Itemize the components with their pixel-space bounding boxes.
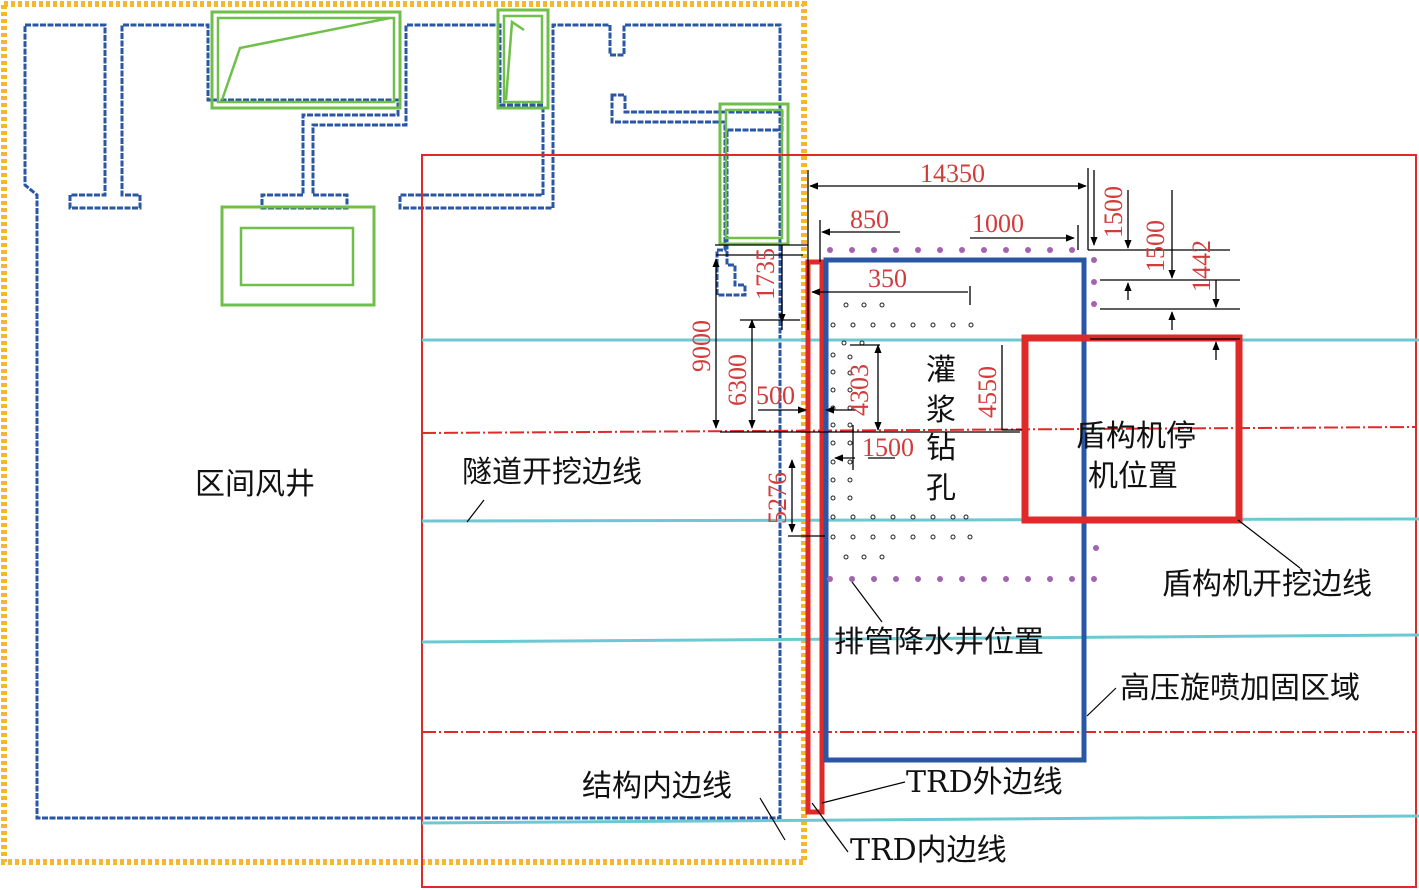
dimension-lines	[712, 168, 1240, 537]
dim-850: 850	[850, 205, 889, 234]
shield-stop-box	[1021, 334, 1243, 524]
cyan-line-3	[421, 633, 1419, 644]
label-jet-grouting: 高压旋喷加固区域	[1120, 671, 1360, 706]
trd-wall	[805, 259, 825, 815]
label-grout-4: 孔	[926, 471, 956, 506]
shaft-structure-outline	[23, 23, 782, 820]
jet-grouting-zone	[823, 257, 1087, 763]
green-box-3-inner	[239, 226, 355, 287]
dim-1500-b: 1500	[1141, 220, 1170, 272]
label-shield-edge: 盾构机开挖边线	[1162, 567, 1372, 602]
label-grout-1: 灌	[926, 353, 956, 388]
dim-4303: 4303	[845, 364, 874, 416]
label-grout-2: 浆	[926, 393, 956, 428]
green-box-1-outer	[210, 10, 402, 110]
dim-350: 350	[868, 264, 907, 293]
cyan-line-4	[421, 814, 1419, 825]
dim-14350: 14350	[920, 159, 985, 188]
label-trd-inner: TRD内边线	[850, 833, 1007, 868]
grout-holes	[830, 302, 974, 560]
dim-1000: 1000	[972, 209, 1024, 238]
label-grout-3: 钻	[926, 431, 956, 466]
dim-500: 500	[756, 381, 795, 410]
dim-5276: 5276	[763, 472, 792, 524]
label-trd-outer: TRD外边线	[906, 765, 1063, 800]
green-box-2-outer	[496, 8, 550, 110]
label-tunnel-edge: 隧道开挖边线	[462, 455, 642, 490]
dim-1442: 1442	[1187, 240, 1216, 292]
green-box-2-diagonal	[504, 19, 525, 101]
dim-4550: 4550	[973, 366, 1002, 418]
red-dashdot-line-1	[421, 426, 1417, 434]
label-shield-stop-1: 盾构机停	[1076, 419, 1196, 454]
cyan-line-2	[421, 517, 1419, 523]
dim-6300: 6300	[723, 354, 752, 406]
green-box-3-outer	[220, 205, 376, 307]
label-shield-stop-2: 机位置	[1088, 459, 1178, 494]
green-box-2-inner	[502, 14, 544, 104]
shaft-boundary	[1, 1, 807, 865]
dim-1500-a: 1500	[1099, 186, 1128, 238]
dim-1500-c: 1500	[862, 433, 914, 462]
label-shaft: 区间风井	[195, 467, 315, 502]
label-wells: 排管降水井位置	[834, 625, 1044, 660]
green-box-1-inner	[216, 16, 396, 104]
leader-lines	[466, 499, 1301, 853]
green-box-4-outer	[718, 102, 790, 246]
dim-9000: 9000	[687, 320, 716, 372]
green-box-4-inner	[724, 108, 784, 240]
green-box-1-diagonal	[220, 16, 391, 101]
well-dots	[827, 247, 1099, 582]
label-structure-inner: 结构内边线	[582, 769, 732, 804]
dim-1735: 1735	[751, 248, 780, 300]
